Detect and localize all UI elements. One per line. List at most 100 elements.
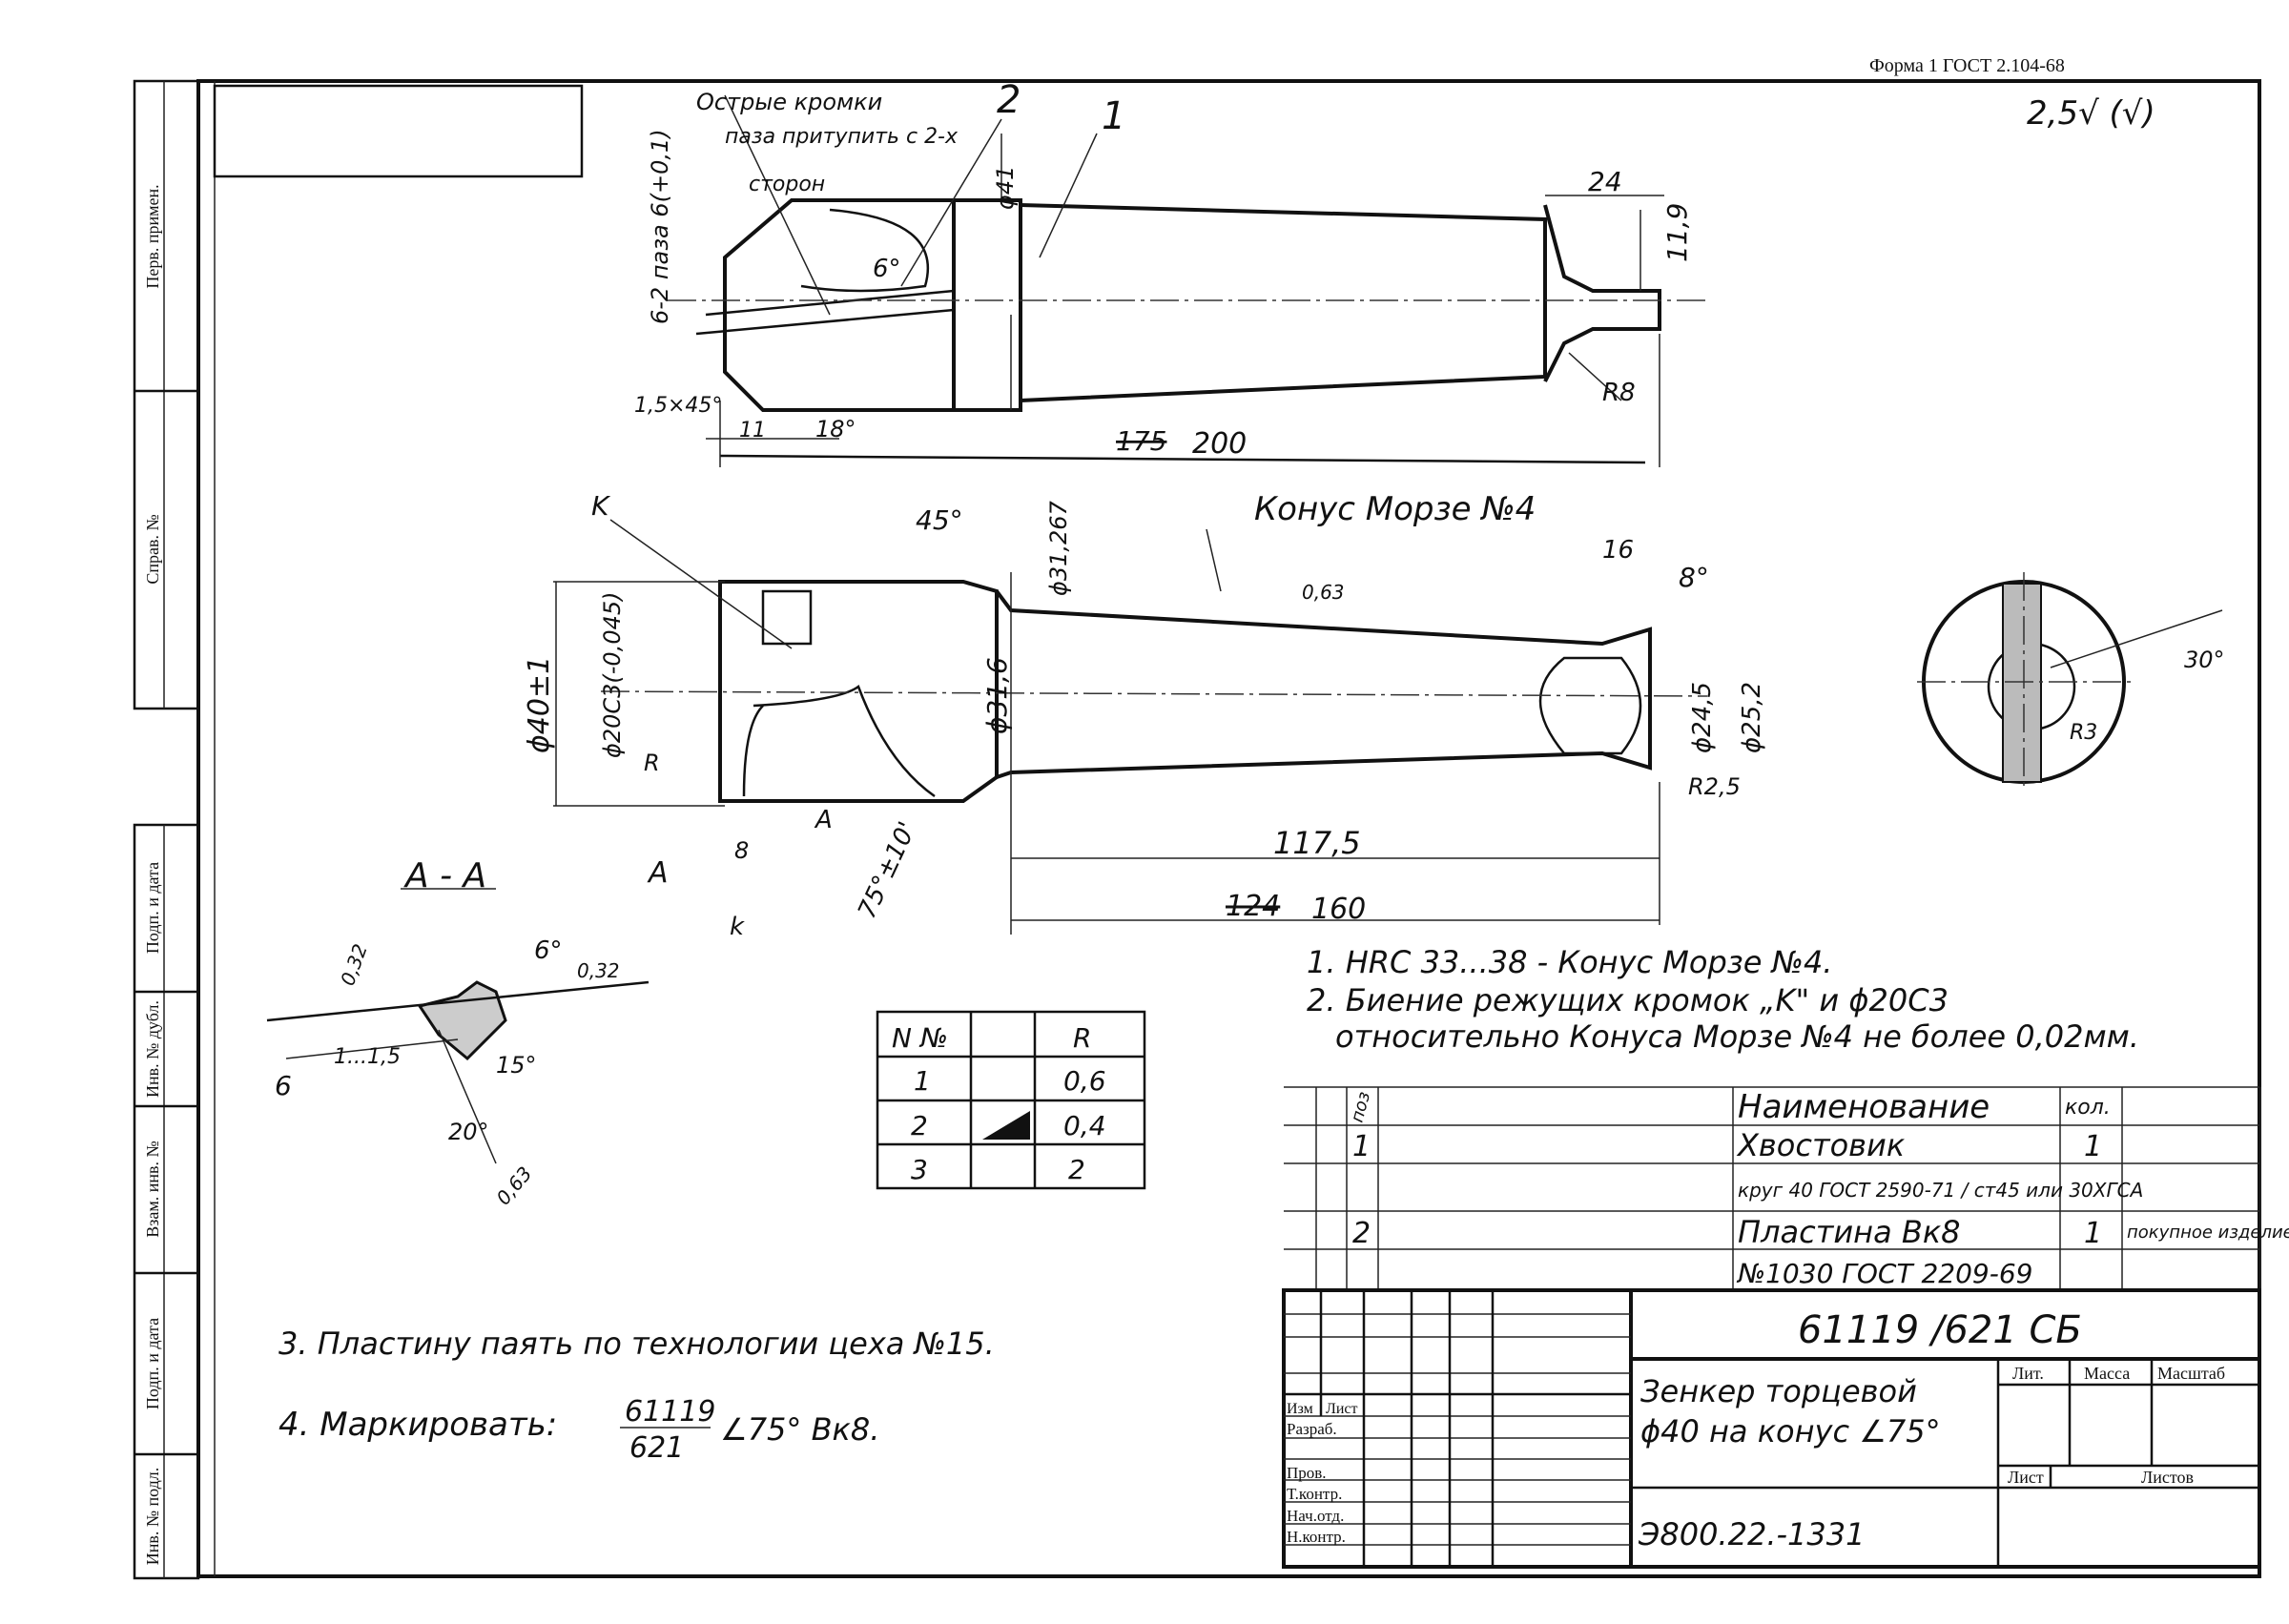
side-label: Подп. и дата: [143, 862, 162, 954]
table-cell: 0,6: [1063, 1065, 1106, 1097]
tb-header: Масштаб: [2157, 1364, 2225, 1383]
table-cell: 2: [1068, 1154, 1085, 1185]
roughness: 0,63: [1302, 581, 1345, 604]
side-label: Справ. №: [143, 514, 162, 584]
dim: ϕ24,5: [1688, 682, 1717, 753]
tb-label: Изм: [1287, 1401, 1313, 1417]
side-label: Взам. инв. №: [143, 1141, 162, 1237]
spec-header: поз: [1348, 1090, 1375, 1125]
tb-label: Т.контр.: [1287, 1485, 1342, 1503]
table-header: R: [1073, 1022, 1091, 1054]
tb-label: Нач.отд.: [1287, 1507, 1344, 1525]
label-k: k: [730, 913, 745, 941]
part-name: Зенкер торцевой: [1640, 1373, 1917, 1409]
dim: 6°: [873, 255, 901, 283]
spec-cell: Пластина Вк8: [1738, 1214, 1961, 1250]
roughness: 0,63: [491, 1162, 536, 1210]
dim: ϕ40±1: [523, 656, 556, 753]
dim: 15°: [496, 1052, 537, 1079]
spec-header: Наименование: [1738, 1088, 1990, 1126]
tb-header: Лит.: [2012, 1364, 2044, 1383]
dim: ϕ31,267: [1045, 500, 1072, 596]
dim: 75°±10': [853, 817, 922, 923]
dim: 6°: [534, 936, 563, 965]
spec-cell: 1: [2084, 1130, 2102, 1163]
dim: 11: [739, 419, 766, 442]
spec-table: поз Наименование кол. 1 Хвостовик 1 круг…: [1284, 1086, 2289, 1290]
marking-denominator: 621: [629, 1431, 684, 1465]
note-1: 1. HRC 33...38 - Конус Морзе №4.: [1307, 944, 1832, 980]
part-name: ϕ40 на конус ∠75°: [1640, 1413, 1941, 1449]
dim: 24: [1588, 166, 1622, 197]
tb-header: Масса: [2084, 1364, 2130, 1383]
dim: 1...1,5: [334, 1045, 401, 1069]
table-header: N №: [892, 1022, 948, 1054]
code: Э800.22.-1331: [1638, 1516, 1865, 1552]
form-label: Форма 1 ГОСТ 2.104-68: [1869, 55, 2065, 76]
table-cell: 3: [911, 1154, 928, 1185]
dim: 6: [275, 1070, 292, 1101]
tb-label: Разраб.: [1287, 1420, 1337, 1438]
dim: R8: [1602, 379, 1636, 407]
note-2: 2. Биение режущих кромок „K" и ϕ20C3: [1307, 982, 1949, 1018]
dim: ϕ20C3(-0,045): [599, 592, 626, 759]
title-block: Изм Лист Разраб. Пров. Т.контр. Нач.отд.…: [1282, 1288, 2261, 1569]
dim: ϕ41: [992, 166, 1019, 210]
label-r: R: [644, 750, 660, 776]
main-view: K Конус Морзе №4 45° ϕ31,267 ϕ20C3(-0,04…: [523, 490, 1766, 941]
note-sharp-edges: Острые кромки: [696, 89, 882, 115]
side-label: Подп. и дата: [143, 1318, 162, 1409]
marking-rest: ∠75° Вк8.: [720, 1411, 879, 1448]
dim: 18°: [815, 416, 856, 442]
pos-label: 1: [1102, 94, 1125, 138]
spec-cell: Хвостовик: [1736, 1127, 1906, 1163]
dim: 117,5: [1273, 825, 1361, 861]
tb-label: Пров.: [1287, 1464, 1327, 1482]
section-a-a: А - А 0,32 6° 0,32 6 1...1,5 15° 20° 0,6…: [266, 856, 650, 1210]
dim: ϕ25,2: [1738, 682, 1766, 753]
morse-label: Конус Морзе №4: [1254, 490, 1536, 528]
section-mark: A: [647, 856, 669, 890]
note-3: 3. Пластину паять по технологии цеха №15…: [278, 1326, 995, 1362]
spec-cell: покупное изделие: [2127, 1223, 2289, 1243]
dim: R3: [2070, 721, 2097, 745]
tb-label: Н.контр.: [1287, 1528, 1346, 1546]
end-view: 30° R3: [1917, 572, 2225, 791]
dim: 11,9: [1661, 203, 1693, 262]
dim: ϕ31,6: [981, 657, 1013, 734]
dim: 45°: [916, 504, 963, 536]
section-title: А - А: [403, 856, 486, 895]
side-label: Инв. № подл.: [143, 1468, 162, 1566]
section-mark: A: [814, 806, 833, 834]
table-cell: 0,4: [1063, 1110, 1106, 1141]
spec-header: кол.: [2065, 1096, 2111, 1120]
label-k: K: [591, 490, 611, 522]
roughness: 0,32: [577, 959, 620, 982]
dim: 6-2 паза 6(+0,1): [647, 129, 673, 324]
dim-old: 124: [1226, 890, 1280, 923]
dim: 30°: [2184, 647, 2225, 673]
note-4: 4. Маркировать:: [278, 1406, 557, 1444]
dim: 1,5×45°: [634, 394, 722, 418]
spec-cell: 2: [1352, 1217, 1371, 1250]
table-cell: 2: [911, 1110, 928, 1141]
dim: 200: [1192, 427, 1247, 461]
spec-cell: 1: [1352, 1130, 1371, 1163]
dim: 8: [734, 837, 749, 864]
spec-cell: круг 40 ГОСТ 2590-71 / ст45 или 30ХГСА: [1738, 1179, 2143, 1202]
roughness-general: 2,5√ (√): [2027, 94, 2155, 133]
roughness: 0,32: [336, 941, 372, 989]
tb-header: Лист: [2008, 1468, 2044, 1487]
side-strip: Перв. примен. Справ. № Подп. и дата Инв.…: [133, 79, 200, 1580]
marking-numerator: 61119: [625, 1395, 715, 1429]
top-view: Острые кромки паза притупить с 2-х сторо…: [634, 78, 1707, 467]
doc-number: 61119 /621 СБ: [1798, 1308, 2082, 1352]
dim: 8°: [1679, 562, 1709, 593]
side-label: Инв. № дубл.: [143, 1000, 162, 1098]
note-sharp-edges: паза притупить с 2-х: [725, 125, 959, 149]
dim: 160: [1311, 893, 1366, 926]
tb-label: Лист: [1326, 1401, 1358, 1417]
tb-header: Листов: [2141, 1468, 2194, 1487]
spec-cell: 1: [2084, 1217, 2102, 1250]
